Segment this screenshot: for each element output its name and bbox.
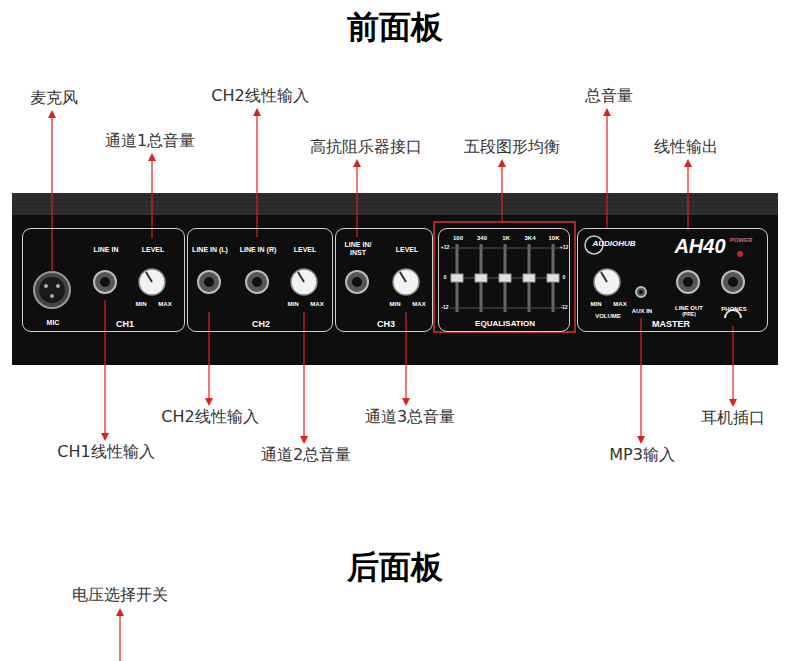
panel-text: MAX [158,301,171,308]
highlight-box [434,222,575,332]
power-led [737,251,743,257]
xlr-socket [34,272,70,308]
section-title: 后面板 [347,548,443,586]
panel-text: LINE IN [94,246,119,254]
grill-rim [12,193,778,215]
callout-label: CH1线性输入 [57,442,154,462]
callout-label: CH2线性输入 [211,86,308,106]
panel-text: 340 [477,235,487,242]
panel-text: CH1 [116,320,134,330]
callout-label: 总音量 [585,86,633,106]
panel-text: MAX [613,301,626,308]
panel-section: CH1 MIC LINE IN LEVEL MIN MAX [22,228,185,332]
callout-label: 线性输出 [654,137,718,157]
panel-text: 100 [453,235,463,242]
page-title: 前面板 [347,8,443,46]
panel-text: LINE IN/ INST [341,241,375,256]
callout-label: 高抗阻乐器接口 [310,137,422,157]
panel-text: LEVEL [396,246,419,254]
panel-text: AH40 [674,235,725,257]
panel-text: MAX [412,301,425,308]
panel-text: 10K [548,235,559,242]
panel-text: MASTER [652,320,690,330]
panel-text: -12 [560,305,567,311]
panel-text: 0 [444,275,447,281]
panel-text: AUX IN [632,308,652,315]
panel-text: LINE IN (R) [240,246,277,254]
panel-text: POWER [730,237,753,244]
panel-text: CH2 [252,320,270,330]
panel-section: MASTER AUDIOHUB AH40 POWER VOLUME MIN MAX AUX I… [577,228,768,332]
panel-text: (PRE) [682,312,696,318]
panel-text: LINE OUT [675,305,703,312]
leader-lines [52,112,733,661]
callout-label: 通道1总音量 [105,131,195,151]
panel-text: -12 [441,305,448,311]
panel-text: LEVEL [294,246,317,254]
panel-section: EQUALISATION1003401K3K410K+120-12+120-12 [438,228,570,332]
callout-label: 五段图形均衡 [464,137,560,157]
callout-label: 电压选择开关 [72,585,168,605]
panel-section: CH3 LINE IN/ INST LEVEL MIN MAX [335,228,433,332]
callout-label: 通道3总音量 [365,407,455,427]
callout-label: MP3输入 [609,445,675,465]
panel-text: EQUALISATION [475,320,535,329]
callout-label: 耳机插口 [701,408,765,428]
panel-text: MIN [390,301,401,308]
knobs [139,269,620,295]
panel-text: MIN [288,301,299,308]
front-panel [12,193,778,365]
panel-text: +12 [441,245,449,251]
panel-text: AUDIOHUB [592,240,635,249]
panel-text: +12 [560,245,568,251]
panel-text: PHONES [721,306,746,313]
callout-label: 麦克风 [30,88,78,108]
panel-text: 3K4 [524,235,535,242]
panel-text: MIC [47,319,60,327]
callout-label: 通道2总音量 [261,445,351,465]
panel-text: VOLUME [595,313,621,320]
panel-text: MIN [136,301,147,308]
eq-sliders [450,244,560,312]
panel-text: CH3 [377,320,395,330]
callout-label: CH2线性输入 [161,407,258,427]
panel-text: LEVEL [142,246,165,254]
panel-text: MIN [591,301,602,308]
panel-text: LINE IN (L) [192,246,228,254]
panel-text: MAX [310,301,323,308]
panel-text: 1K [502,235,510,242]
panel-text: 0 [563,275,566,281]
panel-section: CH2 LINE IN (L) LINE IN (R) LEVEL MIN MAX [187,228,333,332]
